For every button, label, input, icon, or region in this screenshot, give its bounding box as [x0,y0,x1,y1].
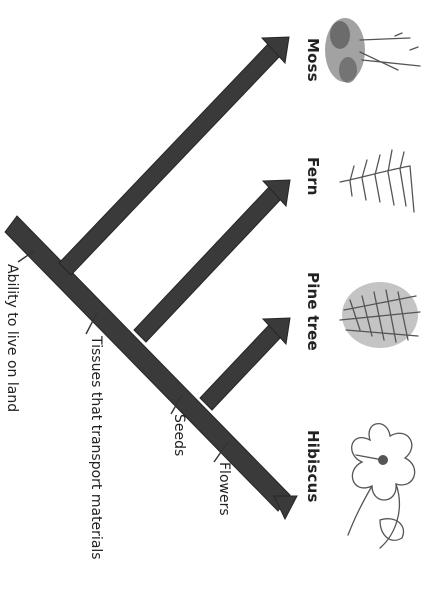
taxon-label-hibiscus: Hibiscus [304,430,322,503]
hibiscus-flower-icon [348,424,415,548]
pine-branch-icon [340,282,420,348]
trait-label-flowers: Flowers [216,462,232,516]
taxon-label-pine-tree: Pine tree [304,272,322,351]
trait-label-seeds: Seeds [171,414,187,456]
branch-moss [59,43,281,275]
branch-fern [134,186,282,342]
branch-pine [200,324,282,410]
trait-label-land: Ability to live on land [4,264,20,412]
taxon-label-fern: Fern [304,157,322,196]
moss-plant-icon [325,18,420,83]
taxon-label-moss: Moss [304,38,322,82]
fern-frond-icon [340,150,414,212]
trait-label-tissues: Tissues that transport materials [88,336,104,560]
